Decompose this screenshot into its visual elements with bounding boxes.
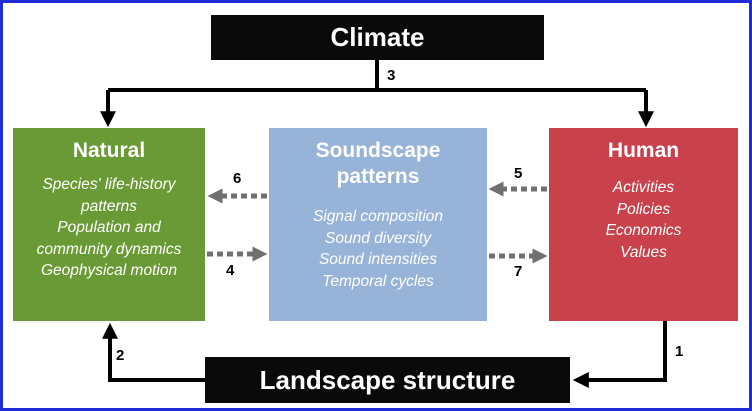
natural-item: community dynamics xyxy=(36,240,182,258)
link-label-1: 1 xyxy=(675,343,683,360)
link-label-6: 6 xyxy=(233,170,241,187)
soundscape-item: Signal composition xyxy=(312,208,444,225)
human-title: Human xyxy=(607,139,680,162)
soundscape-title-line: patterns xyxy=(336,165,420,188)
landscape-structure-label: Landscape structure xyxy=(259,364,516,395)
human-item: Values xyxy=(620,243,667,261)
soundscape-item: Sound diversity xyxy=(325,229,431,247)
natural-title: Natural xyxy=(72,139,146,162)
climate-label: Climate xyxy=(330,22,425,52)
human-item: Economics xyxy=(605,222,682,239)
human-item: Activities xyxy=(612,179,675,196)
natural-item: Geophysical motion xyxy=(40,262,178,279)
human-box: Human Activities Policies Economics Valu… xyxy=(549,128,738,321)
natural-items: Species' life-history patterns Populatio… xyxy=(13,174,205,282)
natural-item: Population and xyxy=(57,219,161,236)
soundscape-item: Temporal cycles xyxy=(322,272,434,290)
soundscape-title: Soundscape patterns xyxy=(269,138,487,190)
human-items: Activities Policies Economics Values xyxy=(549,177,738,263)
link-label-7: 7 xyxy=(514,263,522,280)
natural-box: Natural Species' life-history patterns P… xyxy=(13,128,205,321)
link-label-5: 5 xyxy=(514,165,522,182)
soundscape-patterns-box: Soundscape patterns Signal composition S… xyxy=(269,128,487,321)
arrow-landscape-to-natural xyxy=(102,322,205,382)
link-label-4: 4 xyxy=(226,262,235,279)
link-label-3: 3 xyxy=(387,67,395,84)
soundscape-items: Signal composition Sound diversity Sound… xyxy=(269,206,487,292)
soundscape-item: Sound intensities xyxy=(318,251,438,268)
link-label-2: 2 xyxy=(116,347,124,364)
soundscape-title-line: Soundscape xyxy=(315,139,441,162)
climate-box: Climate xyxy=(211,15,544,60)
human-item: Policies xyxy=(616,200,671,218)
natural-item: Species' life-history xyxy=(42,176,176,193)
arrow-human-to-landscape xyxy=(572,321,667,388)
landscape-structure-box: Landscape structure xyxy=(205,357,570,403)
natural-item: patterns xyxy=(80,197,137,215)
